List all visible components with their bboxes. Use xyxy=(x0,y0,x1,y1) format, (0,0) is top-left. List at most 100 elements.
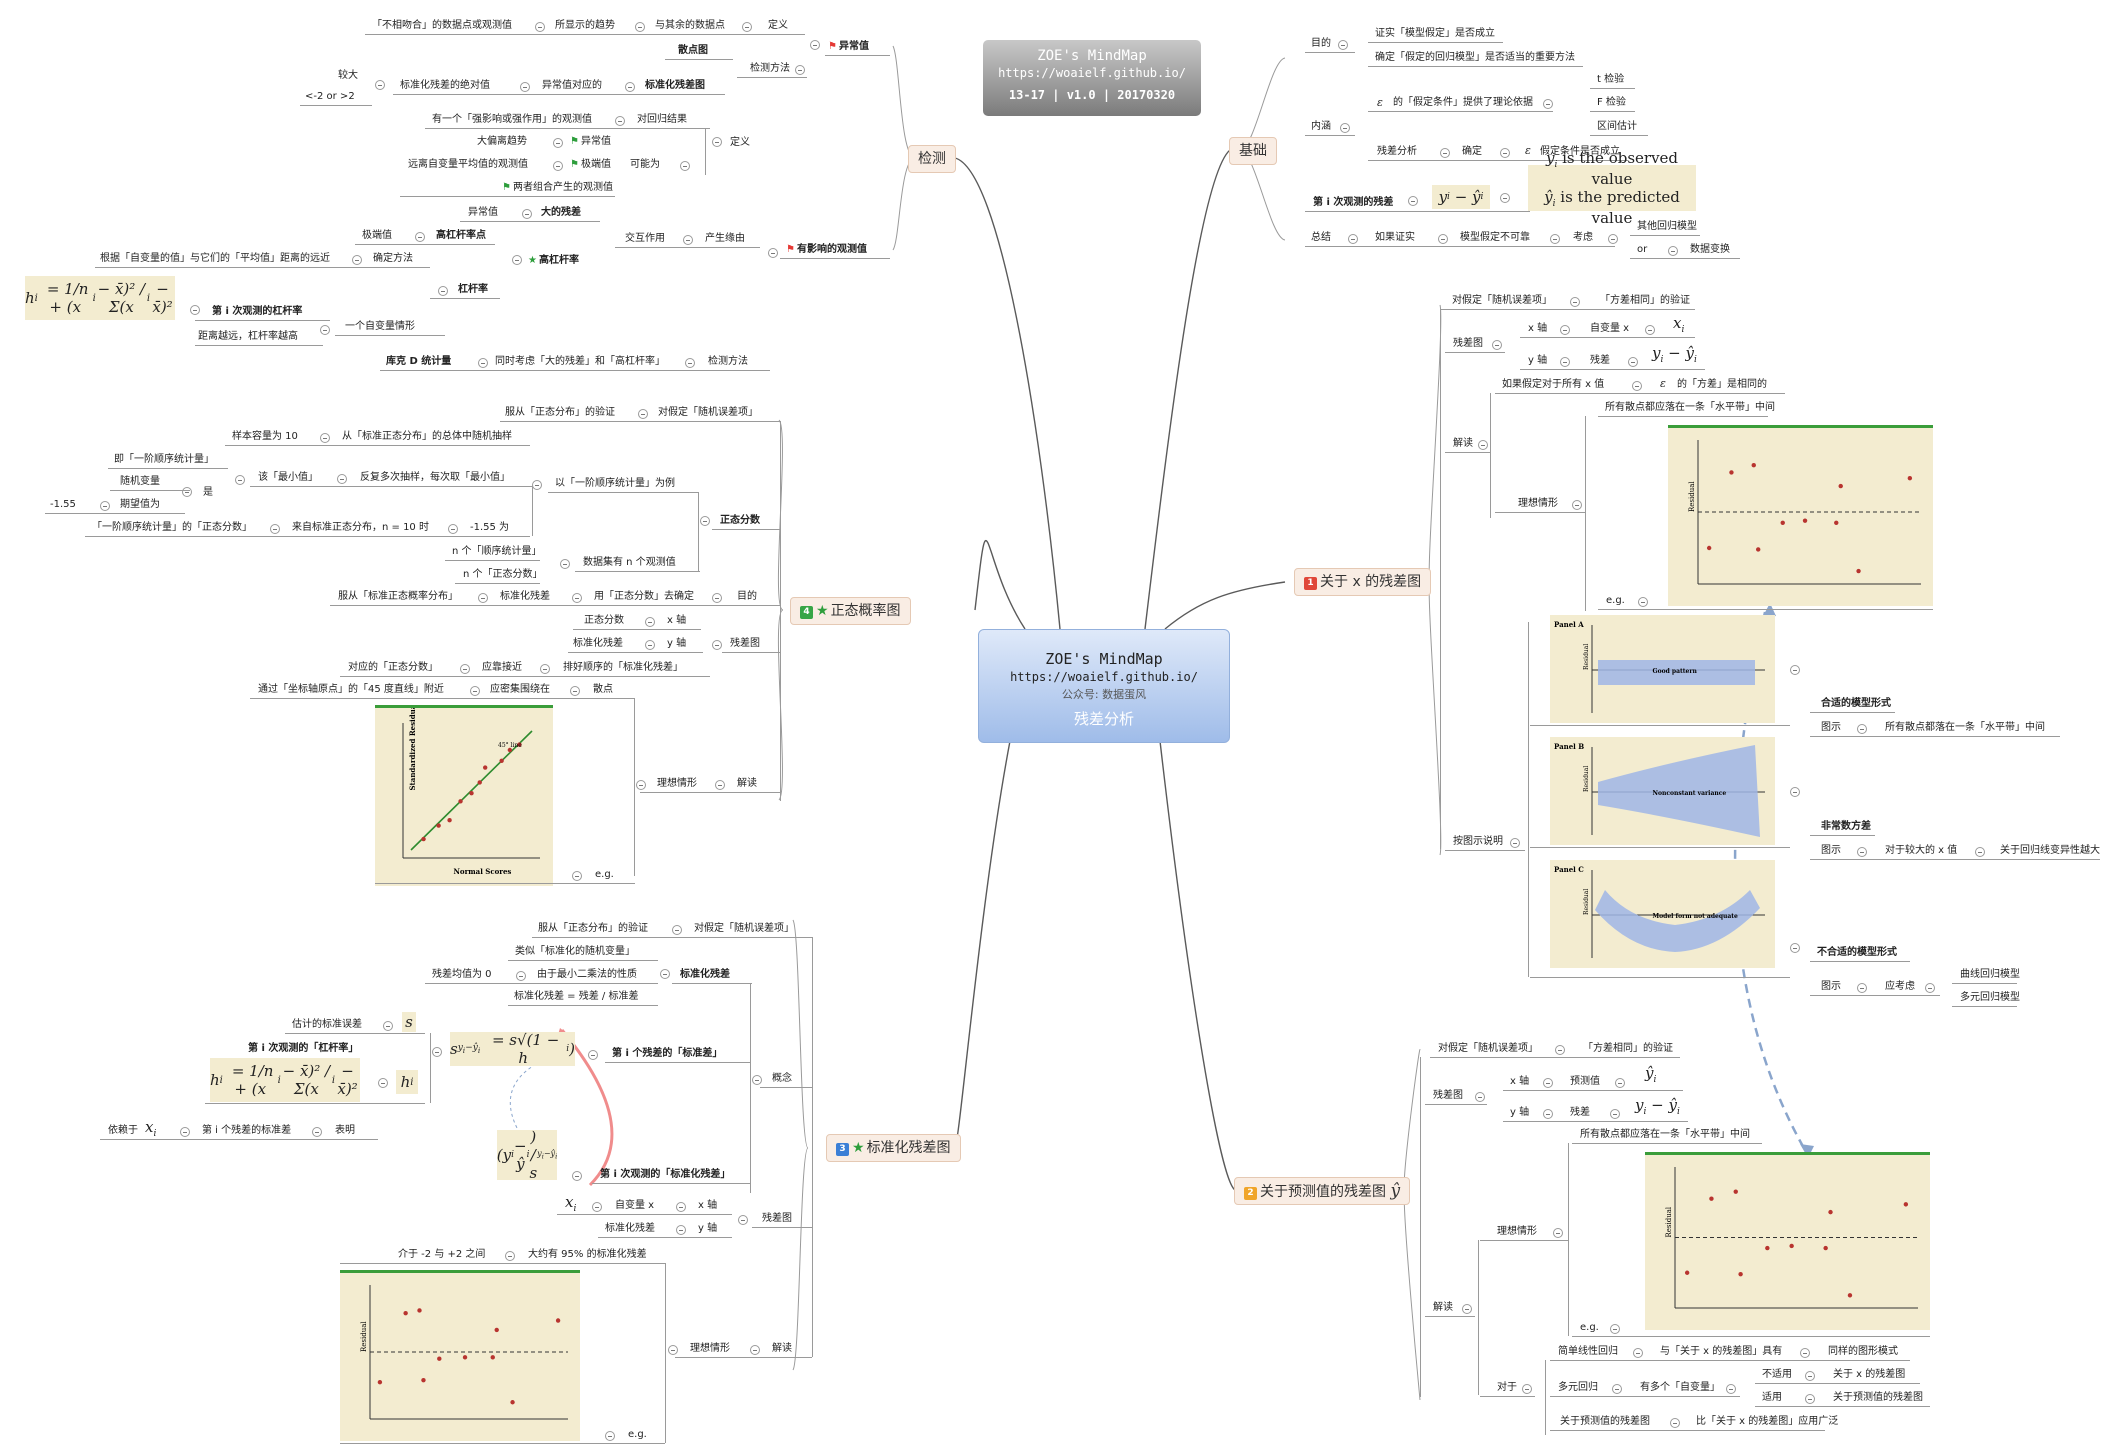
collapse-toggle[interactable] xyxy=(572,871,582,881)
collapse-toggle[interactable] xyxy=(1726,1384,1736,1394)
collapse-toggle[interactable] xyxy=(1560,357,1570,367)
collapse-toggle[interactable] xyxy=(1553,1228,1563,1238)
collapse-toggle[interactable] xyxy=(1800,1348,1810,1358)
collapse-toggle[interactable] xyxy=(636,780,646,790)
collapse-toggle[interactable] xyxy=(1543,1078,1553,1088)
collapse-toggle[interactable] xyxy=(605,1431,615,1441)
collapse-toggle[interactable] xyxy=(700,516,710,526)
collapse-toggle[interactable] xyxy=(1510,838,1520,848)
collapse-toggle[interactable] xyxy=(1522,1384,1532,1394)
collapse-toggle[interactable] xyxy=(448,524,458,534)
collapse-toggle[interactable] xyxy=(768,248,778,258)
collapse-toggle[interactable] xyxy=(1628,357,1638,367)
collapse-toggle[interactable] xyxy=(1612,1384,1622,1394)
collapse-toggle[interactable] xyxy=(1340,123,1350,133)
collapse-toggle[interactable] xyxy=(352,255,362,265)
collapse-toggle[interactable] xyxy=(1555,1045,1565,1055)
collapse-toggle[interactable] xyxy=(676,1225,686,1235)
topic-jiance[interactable]: 检测 xyxy=(908,145,956,173)
collapse-toggle[interactable] xyxy=(1475,1092,1485,1102)
collapse-toggle[interactable] xyxy=(1338,40,1348,50)
collapse-toggle[interactable] xyxy=(270,524,280,534)
topic-jichu[interactable]: 基础 xyxy=(1229,137,1277,165)
collapse-toggle[interactable] xyxy=(1462,1304,1472,1314)
collapse-toggle[interactable] xyxy=(1570,297,1580,307)
collapse-toggle[interactable] xyxy=(312,1127,322,1137)
collapse-toggle[interactable] xyxy=(712,137,722,147)
collapse-toggle[interactable] xyxy=(1975,847,1985,857)
collapse-toggle[interactable] xyxy=(625,82,635,92)
collapse-toggle[interactable] xyxy=(378,1078,388,1088)
collapse-toggle[interactable] xyxy=(635,22,645,32)
collapse-toggle[interactable] xyxy=(676,1202,686,1212)
collapse-toggle[interactable] xyxy=(100,501,110,511)
collapse-toggle[interactable] xyxy=(1633,1348,1643,1358)
collapse-toggle[interactable] xyxy=(337,474,347,484)
collapse-toggle[interactable] xyxy=(180,1127,190,1137)
collapse-toggle[interactable] xyxy=(505,1251,515,1261)
collapse-toggle[interactable] xyxy=(415,232,425,242)
collapse-toggle[interactable] xyxy=(750,1345,760,1355)
collapse-toggle[interactable] xyxy=(1550,234,1560,244)
collapse-toggle[interactable] xyxy=(570,686,580,696)
collapse-toggle[interactable] xyxy=(470,686,480,696)
collapse-toggle[interactable] xyxy=(680,161,690,171)
collapse-toggle[interactable] xyxy=(572,1171,582,1181)
collapse-toggle[interactable] xyxy=(535,22,545,32)
collapse-toggle[interactable] xyxy=(1790,943,1800,953)
collapse-toggle[interactable] xyxy=(1610,1109,1620,1119)
collapse-toggle[interactable] xyxy=(1857,724,1867,734)
collapse-toggle[interactable] xyxy=(592,1202,602,1212)
collapse-toggle[interactable] xyxy=(1608,234,1618,244)
collapse-toggle[interactable] xyxy=(1440,148,1450,158)
collapse-toggle[interactable] xyxy=(645,640,655,650)
collapse-toggle[interactable] xyxy=(553,138,563,148)
collapse-toggle[interactable] xyxy=(1638,597,1648,607)
collapse-toggle[interactable] xyxy=(668,1345,678,1355)
collapse-toggle[interactable] xyxy=(1348,234,1358,244)
collapse-toggle[interactable] xyxy=(588,1050,598,1060)
topic-zhengtai[interactable]: 4★正态概率图 xyxy=(790,597,911,625)
collapse-toggle[interactable] xyxy=(660,969,670,979)
collapse-toggle[interactable] xyxy=(1805,1371,1815,1381)
collapse-toggle[interactable] xyxy=(383,1021,393,1031)
collapse-toggle[interactable] xyxy=(522,209,532,219)
collapse-toggle[interactable] xyxy=(685,358,695,368)
collapse-toggle[interactable] xyxy=(520,82,530,92)
collapse-toggle[interactable] xyxy=(1438,234,1448,244)
collapse-toggle[interactable] xyxy=(1560,325,1570,335)
collapse-toggle[interactable] xyxy=(645,617,655,627)
collapse-toggle[interactable] xyxy=(532,480,542,490)
collapse-toggle[interactable] xyxy=(1408,196,1418,206)
collapse-toggle[interactable] xyxy=(712,640,722,650)
collapse-toggle[interactable] xyxy=(1572,500,1582,510)
collapse-toggle[interactable] xyxy=(742,22,752,32)
collapse-toggle[interactable] xyxy=(1670,1418,1680,1428)
collapse-toggle[interactable] xyxy=(1500,193,1510,203)
collapse-toggle[interactable] xyxy=(540,664,550,674)
collapse-toggle[interactable] xyxy=(560,559,570,569)
collapse-toggle[interactable] xyxy=(478,358,488,368)
collapse-toggle[interactable] xyxy=(1543,1109,1553,1119)
collapse-toggle[interactable] xyxy=(320,433,330,443)
collapse-toggle[interactable] xyxy=(182,487,192,497)
collapse-toggle[interactable] xyxy=(1925,983,1935,993)
collapse-toggle[interactable] xyxy=(752,1075,762,1085)
collapse-toggle[interactable] xyxy=(683,235,693,245)
collapse-toggle[interactable] xyxy=(672,925,682,935)
collapse-toggle[interactable] xyxy=(1790,787,1800,797)
collapse-toggle[interactable] xyxy=(460,664,470,674)
collapse-toggle[interactable] xyxy=(795,65,805,75)
collapse-toggle[interactable] xyxy=(1632,381,1642,391)
collapse-toggle[interactable] xyxy=(438,286,448,296)
collapse-toggle[interactable] xyxy=(235,475,245,485)
collapse-toggle[interactable] xyxy=(810,40,820,50)
collapse-toggle[interactable] xyxy=(1478,440,1488,450)
collapse-toggle[interactable] xyxy=(1615,1078,1625,1088)
topic-biaozhun[interactable]: 3★标准化残差图 xyxy=(826,1134,961,1162)
collapse-toggle[interactable] xyxy=(1668,246,1678,256)
collapse-toggle[interactable] xyxy=(375,80,385,90)
collapse-toggle[interactable] xyxy=(615,116,625,126)
collapse-toggle[interactable] xyxy=(1805,1394,1815,1404)
